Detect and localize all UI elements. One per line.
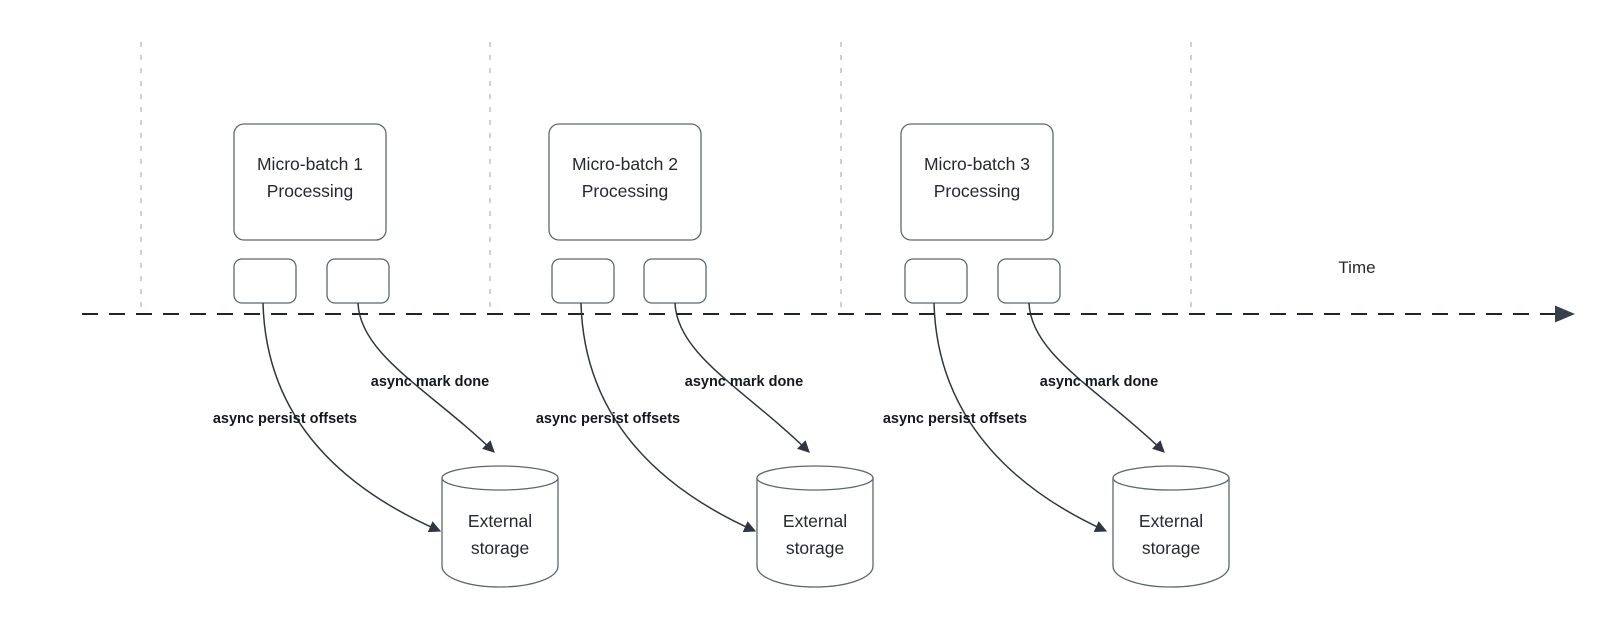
edge-mark-done-3 bbox=[1028, 302, 1165, 453]
micro-batch-title-line1-1: Micro-batch 1 bbox=[257, 154, 363, 174]
micro-batch-processing-box-1[interactable] bbox=[233, 123, 387, 241]
edge-persist-offsets-3 bbox=[933, 302, 1108, 532]
external-storage-label-line1-2: External bbox=[783, 511, 847, 531]
micro-batch-title-line1-2: Micro-batch 2 bbox=[572, 154, 678, 174]
batch-group-1: Micro-batch 1 Processing async persist o… bbox=[213, 123, 559, 588]
edge-mark-done-2 bbox=[674, 302, 810, 453]
edge-label-mark-done-3: async mark done bbox=[1040, 374, 1158, 390]
external-storage-cylinder-1[interactable] bbox=[441, 465, 559, 588]
edge-label-persist-offsets-2: async persist offsets bbox=[536, 411, 680, 427]
task-box-3b[interactable] bbox=[997, 258, 1061, 304]
edge-label-mark-done-2: async mark done bbox=[685, 374, 803, 390]
micro-batch-title-line1-3: Micro-batch 3 bbox=[924, 154, 1030, 174]
task-box-3a[interactable] bbox=[904, 258, 968, 304]
micro-batch-title-line2-2: Processing bbox=[582, 181, 669, 201]
edge-persist-offsets-1 bbox=[262, 302, 442, 533]
timeline-label: Time bbox=[1338, 258, 1375, 277]
timeline-axis bbox=[82, 305, 1575, 323]
external-storage-label-line2-3: storage bbox=[1142, 538, 1200, 558]
micro-batch-title-line2-3: Processing bbox=[934, 181, 1021, 201]
micro-batch-processing-box-2[interactable] bbox=[548, 123, 702, 241]
task-box-2a[interactable] bbox=[551, 258, 615, 304]
micro-batch-title-line2-1: Processing bbox=[267, 181, 354, 201]
external-storage-label-line2-1: storage bbox=[471, 538, 529, 558]
edge-label-persist-offsets-3: async persist offsets bbox=[883, 411, 1027, 427]
batch-group-2: Micro-batch 2 Processing async persist o… bbox=[536, 123, 874, 588]
external-storage-label-line2-2: storage bbox=[786, 538, 844, 558]
task-box-1a[interactable] bbox=[233, 258, 297, 304]
external-storage-cylinder-3[interactable] bbox=[1112, 465, 1230, 588]
edge-mark-done-1 bbox=[357, 302, 495, 453]
batch-group-3: Micro-batch 3 Processing async persist o… bbox=[883, 123, 1230, 588]
edge-persist-offsets-2 bbox=[580, 302, 757, 533]
external-storage-cylinder-2[interactable] bbox=[756, 465, 874, 588]
task-box-1b[interactable] bbox=[326, 258, 390, 304]
edge-label-persist-offsets-1: async persist offsets bbox=[213, 411, 357, 427]
external-storage-label-line1-3: External bbox=[1139, 511, 1203, 531]
task-box-2b[interactable] bbox=[643, 258, 707, 304]
external-storage-label-line1-1: External bbox=[468, 511, 532, 531]
timeline-arrow-icon bbox=[1555, 305, 1575, 323]
edge-label-mark-done-1: async mark done bbox=[371, 374, 489, 390]
micro-batch-processing-box-3[interactable] bbox=[900, 123, 1054, 241]
